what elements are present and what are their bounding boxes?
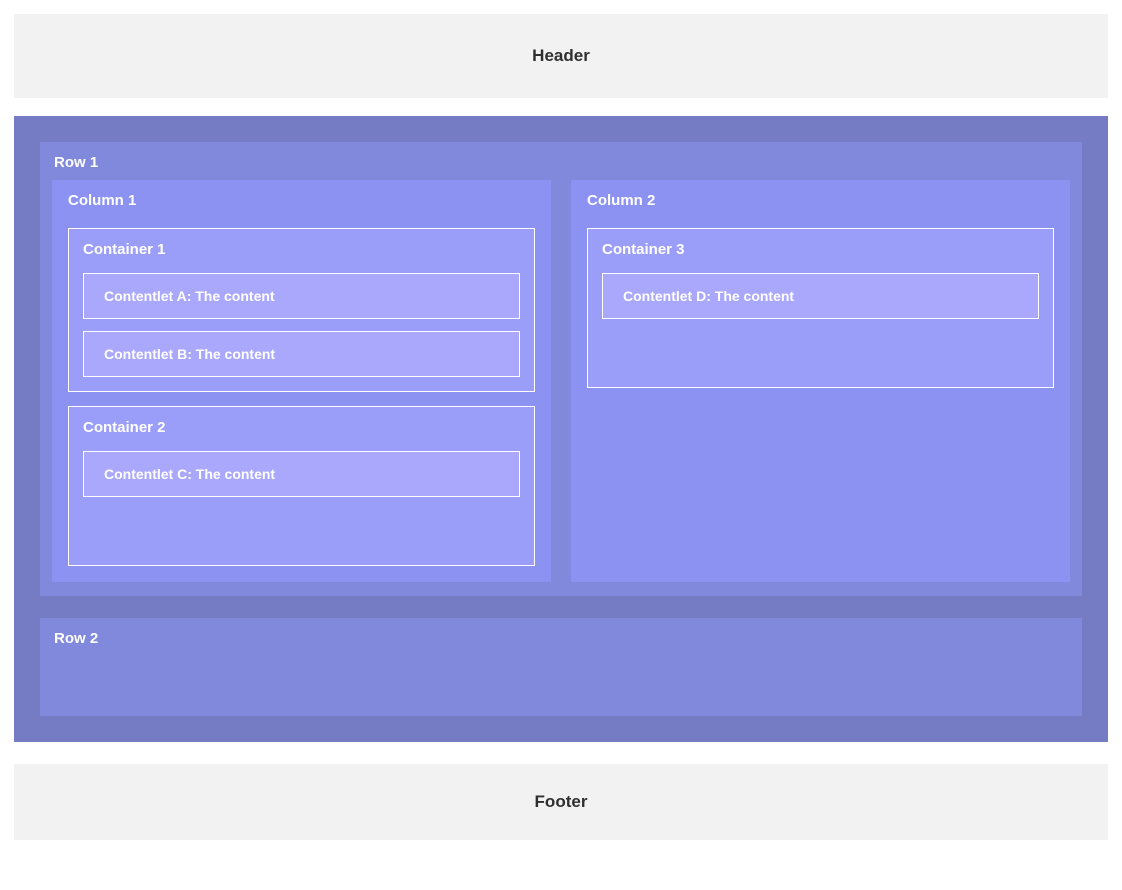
contentlet-b[interactable]: Contentlet B: The content [83, 331, 520, 377]
container-1-label: Container 1 [83, 241, 166, 258]
layout-container-3[interactable]: Container 3 Contentlet D: The content [587, 228, 1054, 388]
layout-container-2[interactable]: Container 2 Contentlet C: The content [68, 406, 535, 566]
footer-label: Footer [534, 792, 588, 811]
contentlet-d[interactable]: Contentlet D: The content [602, 273, 1039, 319]
column-1-containers: Container 1 Contentlet A: The content Co… [68, 228, 535, 566]
container-2-contentlets: Contentlet C: The content [83, 451, 520, 497]
column-1-label: Column 1 [68, 192, 137, 209]
row-2-empty-area[interactable] [52, 656, 1070, 702]
contentlet-a[interactable]: Contentlet A: The content [83, 273, 520, 319]
page-footer: Footer [14, 764, 1108, 840]
row-2-label: Row 2 [54, 630, 99, 647]
row-1-columns: Column 1 Container 1 Contentlet A: The c… [52, 180, 1070, 582]
column-2-label: Column 2 [587, 192, 656, 209]
page-body: Row 1 Column 1 Container 1 Contentlet A:… [14, 116, 1108, 742]
container-1-contentlets: Contentlet A: The content Contentlet B: … [83, 273, 520, 377]
header-body-gap [14, 98, 1108, 116]
body-footer-gap [14, 742, 1108, 764]
layout-row-1[interactable]: Row 1 Column 1 Container 1 Contentlet A:… [40, 142, 1082, 596]
column-2-containers: Container 3 Contentlet D: The content [587, 228, 1054, 388]
page-header: Header [14, 14, 1108, 98]
layout-container-1[interactable]: Container 1 Contentlet A: The content Co… [68, 228, 535, 392]
layout-column-2[interactable]: Column 2 Container 3 Contentlet D: The c… [571, 180, 1070, 582]
layout-column-1[interactable]: Column 1 Container 1 Contentlet A: The c… [52, 180, 551, 582]
container-3-contentlets: Contentlet D: The content [602, 273, 1039, 319]
contentlet-c[interactable]: Contentlet C: The content [83, 451, 520, 497]
row-1-label: Row 1 [54, 154, 99, 171]
container-2-label: Container 2 [83, 419, 166, 436]
container-3-label: Container 3 [602, 241, 685, 258]
header-label: Header [532, 46, 590, 65]
layout-row-2[interactable]: Row 2 [40, 618, 1082, 716]
